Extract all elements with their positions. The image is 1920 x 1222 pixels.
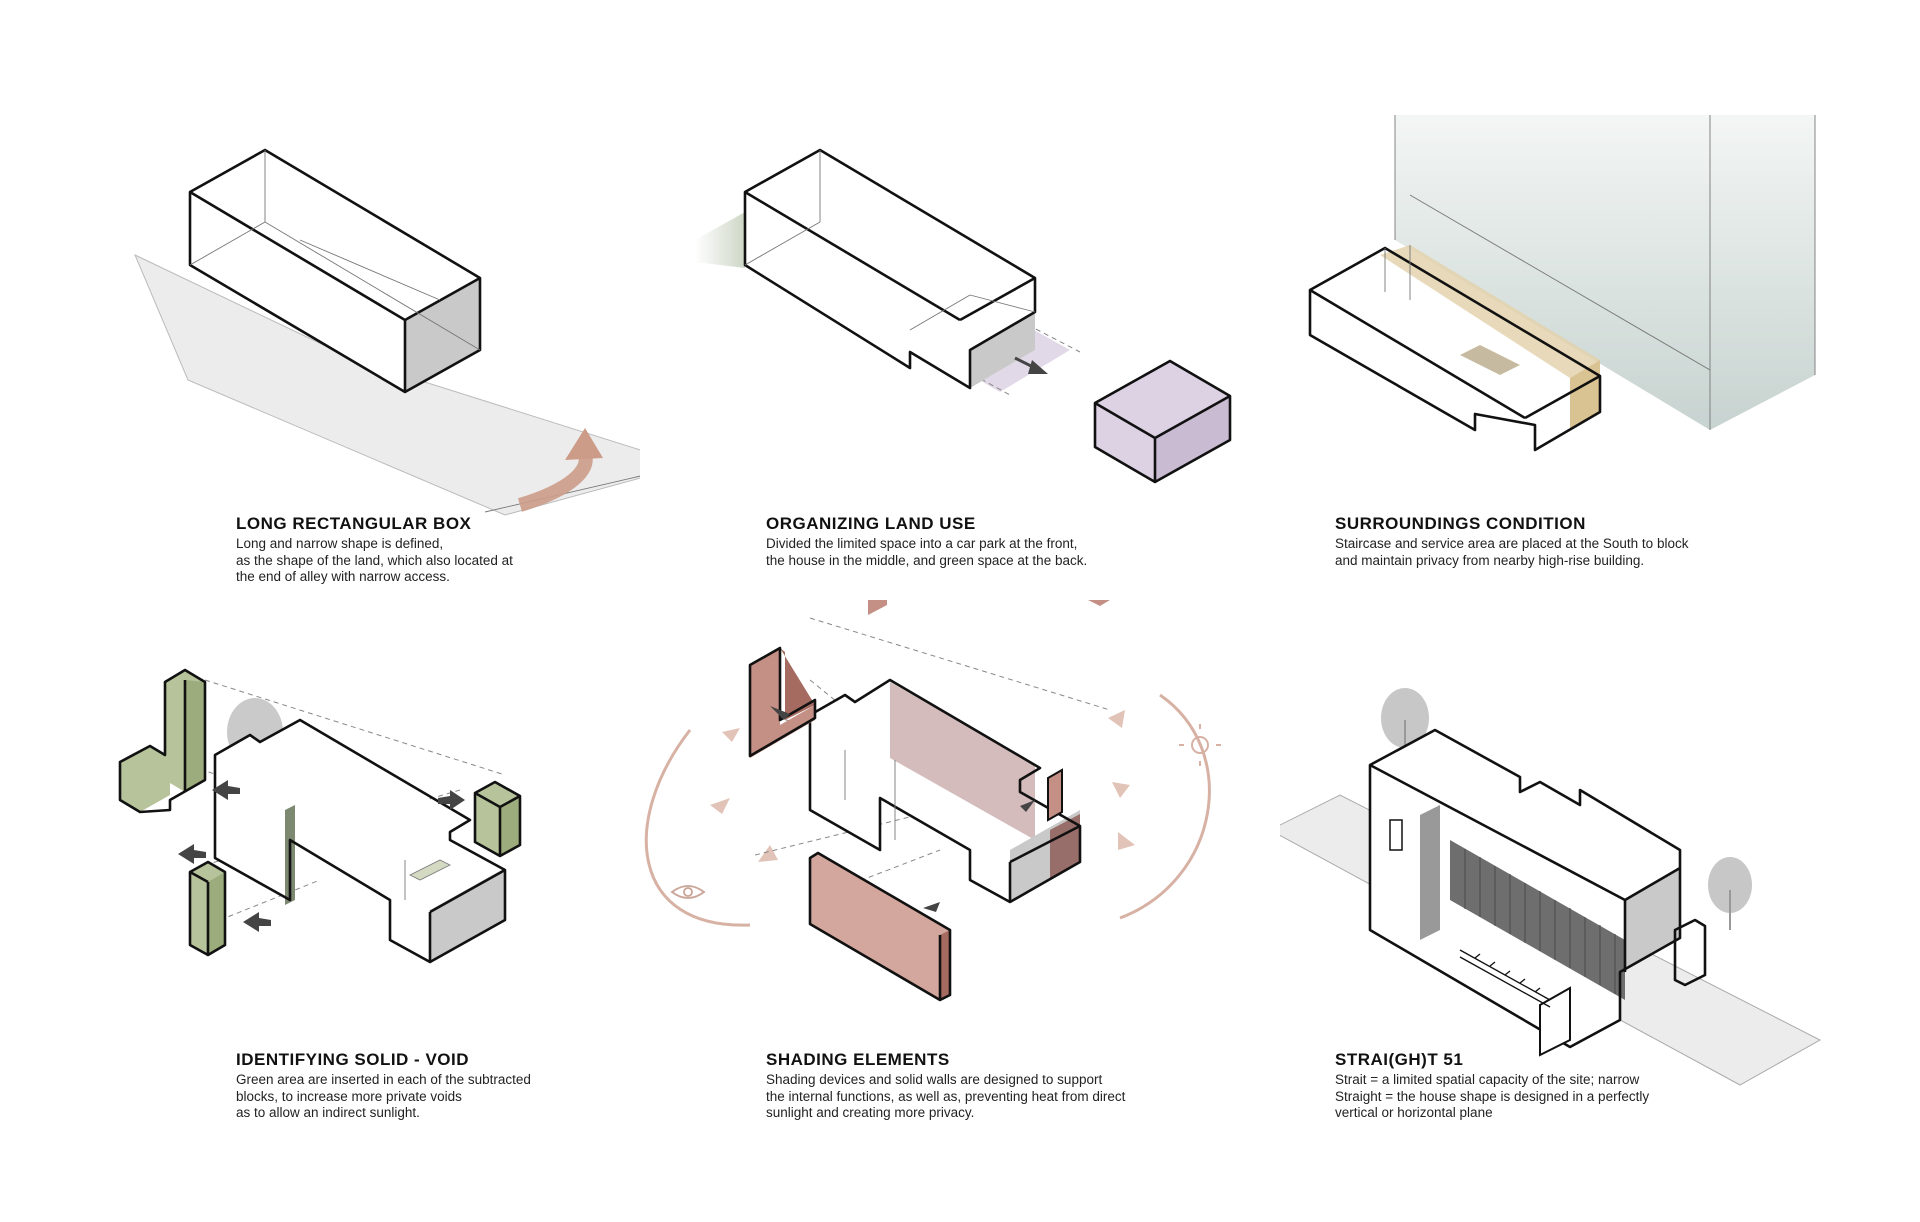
sun-arc (1119, 693, 1211, 920)
panel-text-line: Strait = a limited spatial capacity of t… (1335, 1072, 1640, 1087)
access-arrow (517, 452, 593, 512)
panel-organizing-land-use: ORGANIZING LAND USE Divided the limited … (640, 0, 1280, 600)
caption-panel-3: SURROUNDINGS CONDITION Staircase and ser… (1335, 514, 1875, 569)
ground-plane (134, 253, 640, 516)
tree-icon (1708, 857, 1752, 930)
access-arrow-head (565, 428, 603, 460)
green-block-front (188, 860, 227, 957)
panel-text-line: the internal functions, as well as, prev… (766, 1088, 1126, 1104)
caption-panel-1: LONG RECTANGULAR BOX Long and narrow sha… (236, 514, 776, 586)
diagram-shading (644, 600, 1221, 1002)
panel-identifying-solid-void: IDENTIFYING SOLID - VOID Green area are … (0, 600, 640, 1222)
diagram-land-use (695, 148, 1232, 484)
panel-shading-elements: SHADING ELEMENTS Shading devices and sol… (640, 600, 1280, 1222)
panel-title: SHADING ELEMENTS (766, 1050, 950, 1069)
panel-text-line: Staircase and service area are placed at… (1335, 536, 1689, 551)
eye-view-arc (644, 729, 751, 927)
panel-long-rectangular-box: LONG RECTANGULAR BOX Long and narrow sha… (0, 0, 640, 600)
panel-text-line: Straight = the house shape is designed i… (1335, 1088, 1650, 1104)
panel-text-line: Long and narrow shape is defined, (236, 536, 444, 551)
panel-title: IDENTIFYING SOLID - VOID (236, 1050, 470, 1069)
shading-screen (890, 682, 1035, 840)
caption-panel-6: STRAI(GH)T 51 Strait = a limited spatial… (1335, 1050, 1875, 1122)
diagram-surroundings (1308, 115, 1816, 452)
panel-text-line: and maintain privacy from nearby high-ri… (1335, 552, 1645, 568)
panel-text-line: vertical or horizontal plane (1335, 1105, 1493, 1120)
facade-louvers (1450, 840, 1625, 1000)
panel-title: SURROUNDINGS CONDITION (1335, 514, 1586, 533)
panel-text-line: the house in the middle, and green space… (766, 552, 1088, 568)
panel-title: LONG RECTANGULAR BOX (236, 514, 472, 533)
panel-text-line: Divided the limited space into a car par… (766, 536, 1078, 551)
caption-panel-5: SHADING ELEMENTS Shading devices and sol… (766, 1050, 1306, 1122)
diagram-long-box (134, 148, 640, 516)
diagram-straight-51 (1280, 688, 1822, 1086)
panel-text-line: as to allow an indirect sunlight. (236, 1105, 420, 1120)
shading-wall-right (868, 600, 1110, 822)
panel-text-line: Green area are inserted in each of the s… (236, 1072, 531, 1087)
green-space (695, 212, 745, 268)
panel-surroundings-condition: SURROUNDINGS CONDITION Staircase and ser… (1280, 0, 1920, 600)
panel-text-line: blocks, to increase more private voids (236, 1088, 462, 1104)
panel-straight-51: STRAI(GH)T 51 Strait = a limited spatial… (1280, 600, 1920, 1222)
panel-text-line: the end of alley with narrow access. (236, 569, 450, 584)
panel-text-line: Shading devices and solid walls are desi… (766, 1072, 1103, 1087)
diagram-solid-void (118, 668, 522, 964)
panel-title: STRAI(GH)T 51 (1335, 1050, 1464, 1069)
panel-text-line: as the shape of the land, which also loc… (236, 552, 513, 568)
panel-text-line: sunlight and creating more privacy. (766, 1105, 975, 1120)
green-block-right (473, 780, 522, 858)
caption-panel-4: IDENTIFYING SOLID - VOID Green area are … (236, 1050, 776, 1122)
panel-title: ORGANIZING LAND USE (766, 514, 976, 533)
green-block-back (118, 668, 207, 814)
eye-icon (670, 885, 706, 899)
shading-wall-front (808, 851, 952, 1002)
shading-wall-back (748, 646, 817, 758)
caption-panel-2: ORGANIZING LAND USE Divided the limited … (766, 514, 1306, 569)
sun-icon (1179, 724, 1221, 766)
